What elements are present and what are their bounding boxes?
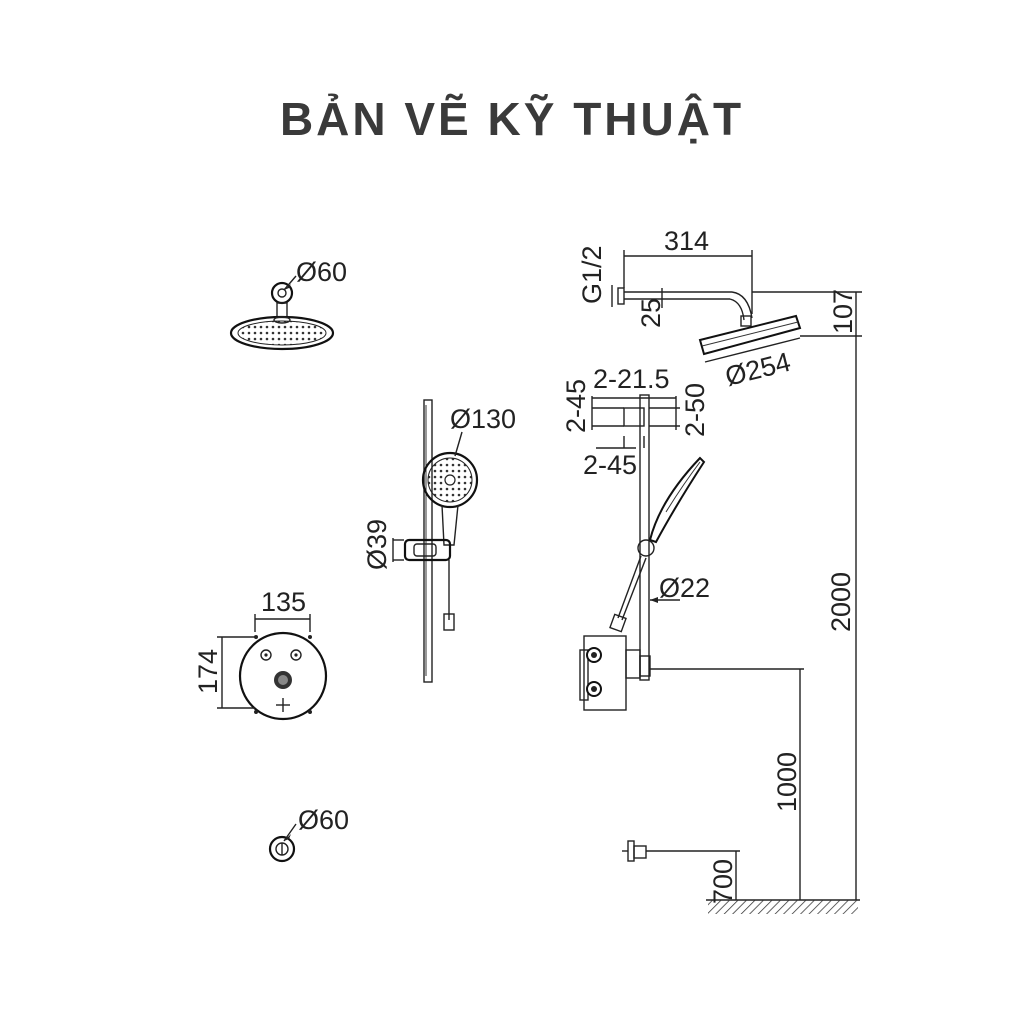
slide-bar-front-view: Ø130 Ø39 [362,399,516,683]
wall-outlet-front-view: Ø60 [268,805,349,863]
dim-handshower-diameter: Ø130 [450,404,516,434]
dim-total-height: 2000 [826,572,856,632]
page-title: BẢN VẼ KỸ THUẬT [279,93,745,145]
valve-plate-front-view: 135 174 [193,587,328,721]
dim-bracket-gap: 2-21.5 [593,364,670,394]
dim-bracket-left: 2-45 [561,379,591,433]
dim-overhead-arm-diameter: Ø60 [296,257,347,287]
dim-head-drop: 107 [828,289,858,334]
dim-valve-width: 135 [261,587,306,617]
overhead-shower-top-view: Ø60 [229,257,347,351]
dim-thread: G1/2 [577,245,607,304]
dim-outlet-height-floor: 700 [708,859,738,904]
dim-arm-length: 314 [664,226,709,256]
side-elevation: G1/2 314 25 107 Ø254 2-21.5 2-45 2-50 [561,226,862,914]
dim-bracket-bottom: 2-45 [583,450,637,480]
dim-holder-diameter: Ø39 [362,519,392,570]
dim-valve-height-floor: 1000 [772,752,802,812]
dim-valve-height: 174 [193,649,223,694]
dim-head-diameter: Ø254 [722,347,793,392]
dim-hose-diameter: Ø22 [659,573,710,603]
dim-bracket-right: 2-50 [680,383,710,437]
dim-bottom-outlet-diameter: Ø60 [298,805,349,835]
dim-arm-offset: 25 [636,298,666,328]
